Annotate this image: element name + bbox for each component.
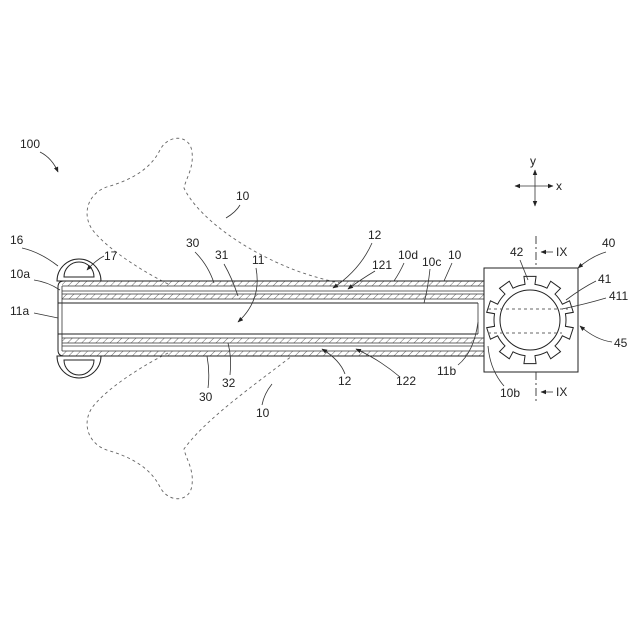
leader-45 (580, 326, 612, 342)
tab-upper-inner (64, 262, 94, 277)
label-10c: 10c (422, 255, 441, 269)
bone-outline-lower (87, 353, 292, 499)
gear-inner-circle (500, 290, 560, 350)
leader-10a (34, 280, 60, 290)
leader-411 (562, 298, 606, 309)
label-12-upper: 12 (368, 228, 382, 242)
label-121: 121 (372, 258, 392, 272)
label-12-lower: 12 (338, 374, 352, 388)
label-10d: 10d (398, 248, 418, 262)
label-11b: 11b (437, 364, 456, 378)
label-10-upper-bone: 10 (236, 189, 250, 203)
housing-box (484, 268, 578, 372)
label-100: 100 (20, 137, 40, 151)
leader-10d (394, 263, 404, 281)
wall-inner-lower-hatch (62, 338, 484, 343)
axis-indicator (515, 170, 553, 206)
label-122: 122 (396, 374, 416, 388)
wall-inner-upper-hatch (62, 294, 484, 299)
bone-outline-upper (87, 138, 340, 284)
leader-11a (34, 313, 58, 318)
leader-32 (228, 343, 231, 375)
label-17: 17 (104, 249, 118, 263)
tube-outline (58, 281, 484, 356)
tab-lower-inner (64, 360, 94, 375)
leader-30-lower (207, 356, 209, 388)
leader-41 (566, 281, 596, 300)
label-30-lower: 30 (199, 390, 213, 404)
label-42: 42 (510, 245, 524, 259)
axis-y-label: y (530, 154, 536, 168)
leader-100 (40, 152, 58, 172)
leader-11b (458, 322, 478, 365)
leader-40 (578, 252, 606, 268)
wall-outer-lower-hatch (62, 351, 484, 356)
label-32: 32 (222, 376, 236, 390)
leader-10b (488, 346, 504, 386)
label-411: 411 (609, 289, 628, 303)
label-section-top: IX (556, 245, 567, 259)
label-40: 40 (602, 236, 616, 250)
leader-10-upper-bone (226, 205, 240, 218)
label-section-bottom: IX (556, 385, 567, 399)
label-41: 41 (598, 272, 612, 286)
label-10-lower-bone: 10 (256, 406, 270, 420)
label-31: 31 (215, 248, 229, 262)
label-11a: 11a (10, 304, 29, 318)
label-10b: 10b (500, 386, 520, 400)
leader-16 (22, 248, 58, 266)
label-10a: 10a (10, 267, 30, 281)
label-10-tube: 10 (448, 248, 462, 262)
leader-17 (87, 256, 104, 270)
label-30-upper: 30 (186, 236, 200, 250)
wall-outer-upper-hatch (62, 281, 484, 286)
label-11: 11 (252, 253, 265, 267)
label-16: 16 (10, 233, 24, 247)
axis-x-label: x (556, 179, 562, 193)
tube-body (58, 281, 484, 356)
label-45: 45 (614, 336, 628, 350)
leader-10-tube (444, 263, 452, 281)
leader-30-upper (195, 252, 214, 283)
leader-10-lower-bone (262, 384, 272, 405)
